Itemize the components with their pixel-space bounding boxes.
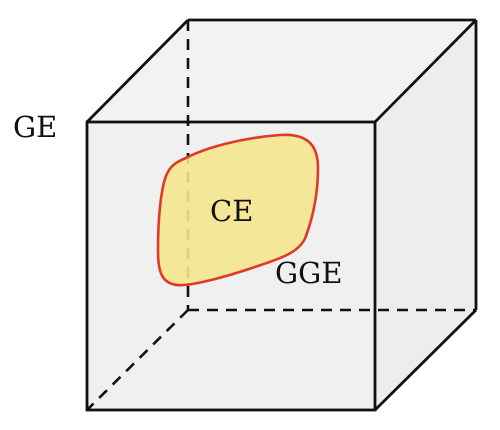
cube-right-face	[375, 20, 476, 410]
cube-front-square	[85, 120, 377, 412]
ce-region	[156, 133, 320, 287]
edge-top-left	[86, 19, 189, 123]
edge-top-right	[374, 19, 477, 123]
label-ge: GE	[13, 110, 57, 144]
label-ce: CE	[210, 194, 253, 228]
cube-top-face	[87, 20, 476, 122]
cube-visible-edges	[85, 18, 478, 412]
label-gge: GGE	[275, 256, 343, 290]
cube-hidden-edges	[86, 20, 476, 411]
hidden-edge-diagonal	[86, 309, 189, 411]
edge-bottom-right	[374, 309, 477, 411]
